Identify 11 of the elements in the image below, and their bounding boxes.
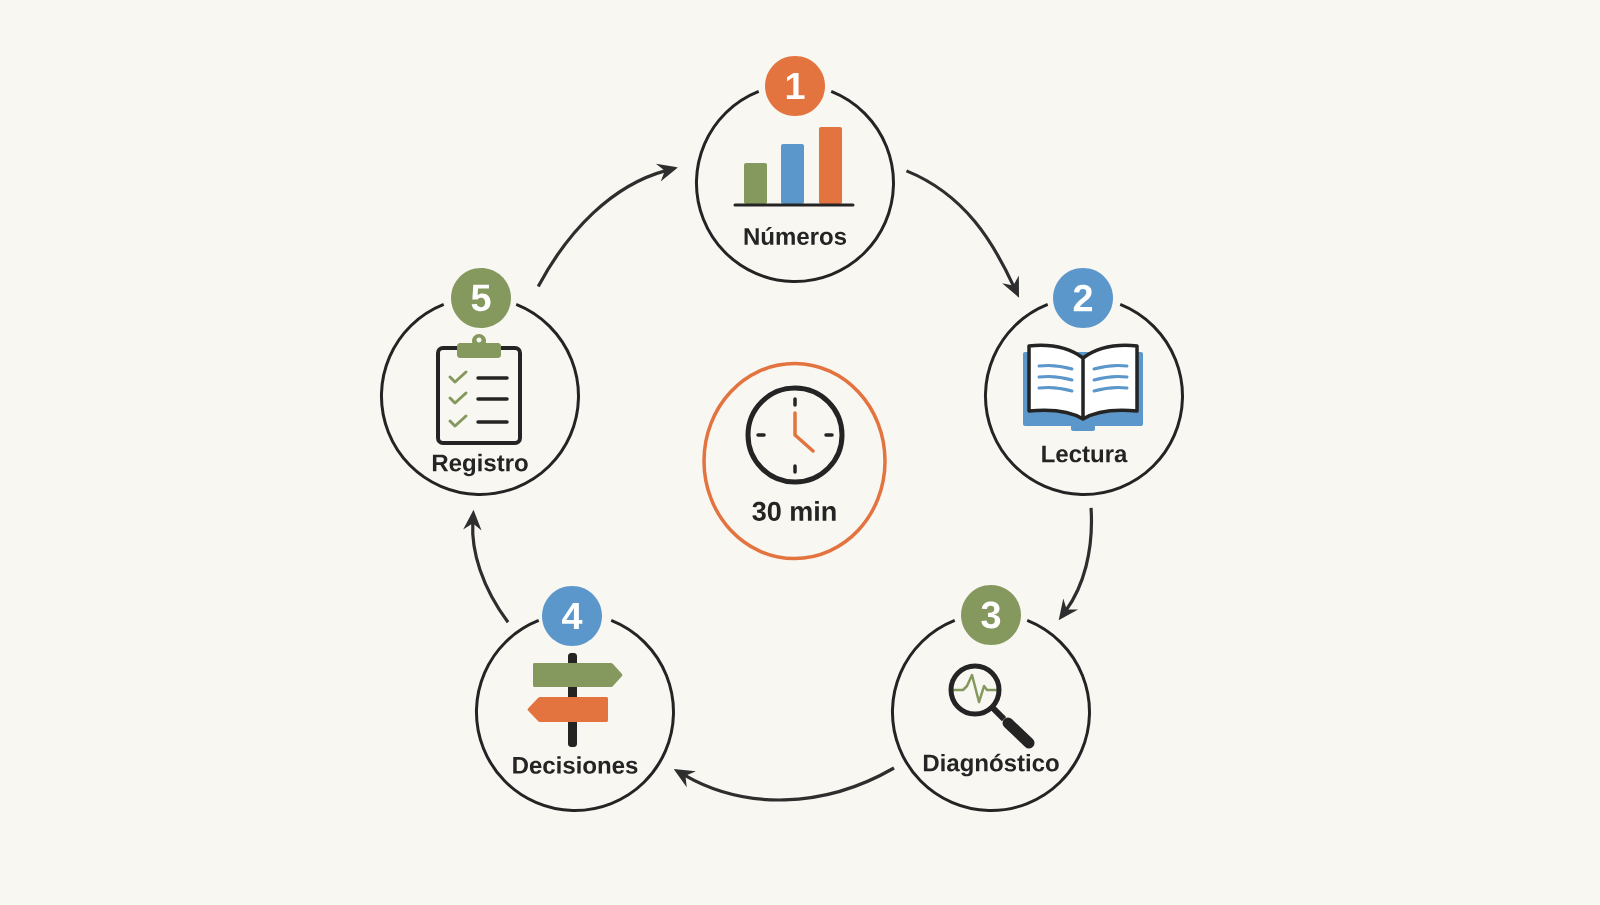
duration-label: 30 min [752, 501, 836, 521]
number-badge: 3 [961, 585, 1021, 645]
stage-label: Números [744, 227, 847, 245]
number-badge: 5 [451, 268, 511, 328]
number-badge: 4 [542, 586, 602, 646]
stage-label: Decisiones [513, 756, 638, 774]
stage-label: Registro [432, 453, 528, 477]
number-badge: 2 [1053, 268, 1113, 328]
number-badge: 1 [765, 56, 825, 116]
stage-label: Lectura [1042, 445, 1128, 463]
stage-label: Diagnóstico [923, 753, 1059, 777]
